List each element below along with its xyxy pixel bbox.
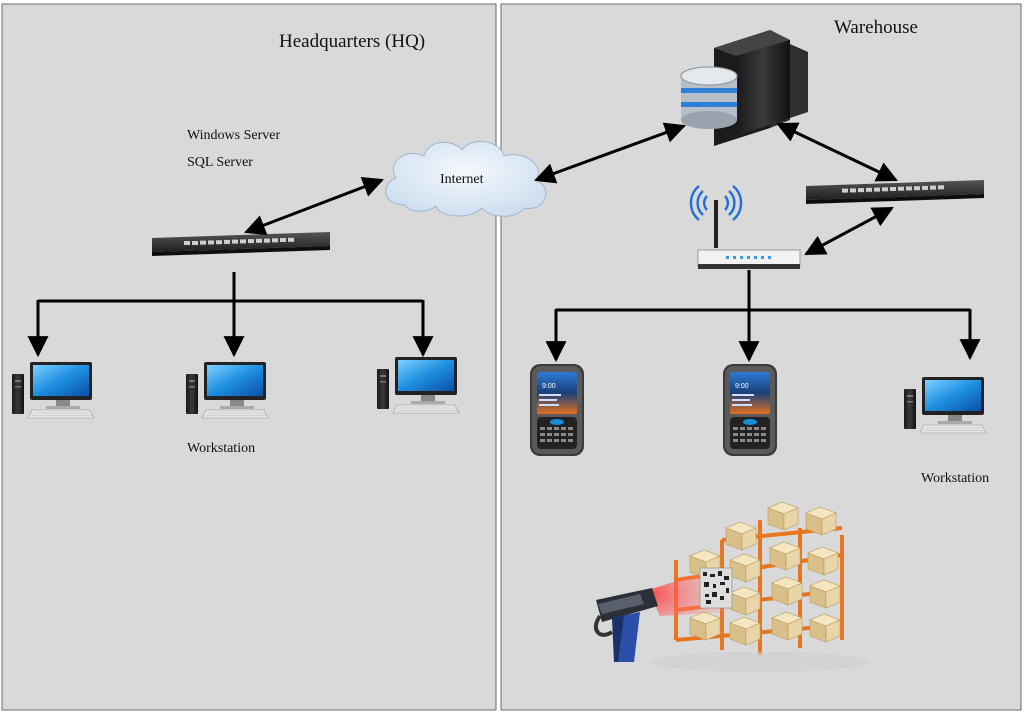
warehouse-switch (806, 180, 984, 204)
barcode-scanner-icon (593, 567, 733, 662)
hq-workstation-label: Workstation (187, 441, 256, 456)
server-switch-link (776, 122, 898, 182)
hq-server-line-2: SQL Server (187, 155, 253, 170)
internet-server-link (534, 122, 686, 184)
internet-cloud (385, 141, 547, 217)
hq-distribution-lines (27, 272, 434, 358)
switch-router-link (804, 206, 894, 256)
wireless-router (697, 200, 801, 269)
hq-server-line-1: Windows Server (187, 128, 281, 143)
warehouse-title: Warehouse (834, 17, 918, 38)
internet-label: Internet (440, 172, 484, 187)
database-icon (680, 66, 738, 129)
connection-lines (27, 122, 981, 363)
handheld-terminal-2 (723, 364, 777, 456)
warehouse-workstation-label: Workstation (921, 471, 990, 486)
handheld-terminal-1 (530, 364, 584, 456)
wifi-signal-icon (689, 185, 743, 221)
hq-switch-internet-link (244, 176, 384, 236)
hq-title: Headquarters (HQ) (279, 31, 426, 52)
server-tower (714, 30, 808, 146)
hq-switch (152, 232, 330, 256)
warehouse-distribution-lines (545, 270, 981, 363)
